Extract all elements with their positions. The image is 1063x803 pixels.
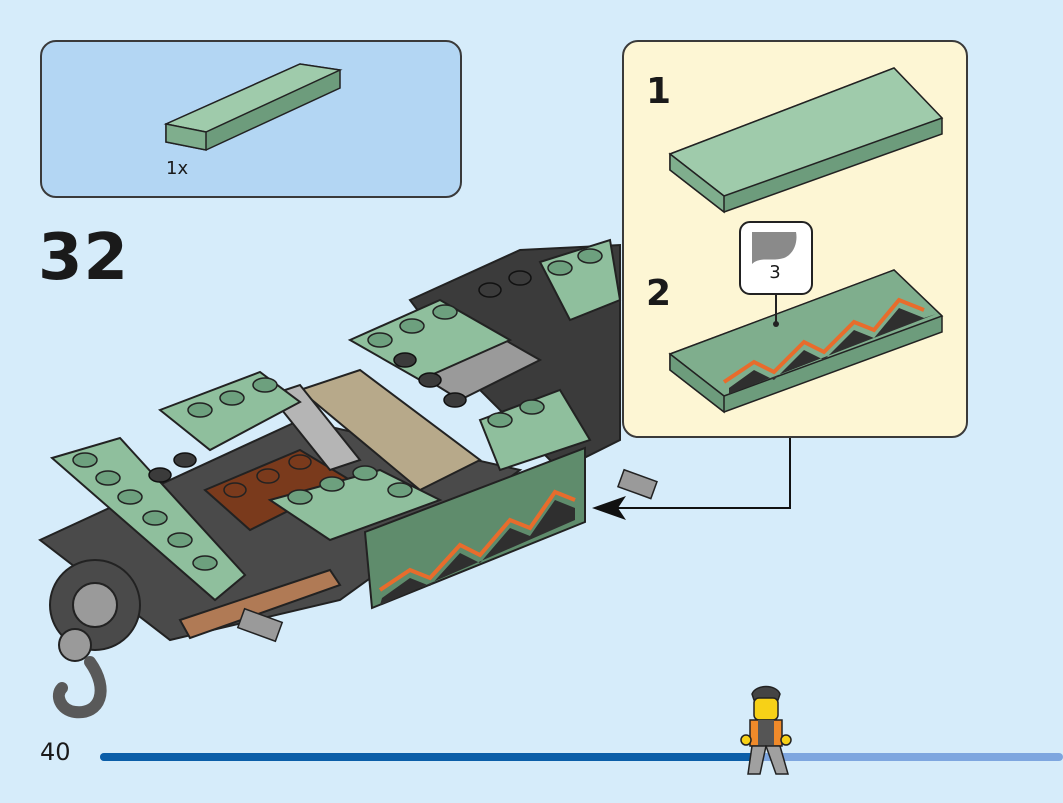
arrow-head-icon <box>592 496 626 520</box>
sticker-number: 3 <box>769 262 781 283</box>
sub-assembly-illustration <box>668 67 944 414</box>
step-number: 32 <box>38 221 130 295</box>
part-quantity: 1x <box>166 158 189 179</box>
page-number: 40 <box>40 738 71 766</box>
minifigure-progress-marker <box>740 685 792 775</box>
sub-step-1-label: 1 <box>646 71 672 112</box>
progress-bar-fill <box>100 753 755 761</box>
tile-1x4-part-image <box>163 63 343 151</box>
progress-bar <box>100 753 1063 761</box>
sub-step-2-label: 2 <box>646 273 672 314</box>
sticker-icon <box>752 232 797 264</box>
parts-list-box: 1x <box>40 40 462 198</box>
sub-assembly-callout: 1 2 3 <box>622 40 968 438</box>
